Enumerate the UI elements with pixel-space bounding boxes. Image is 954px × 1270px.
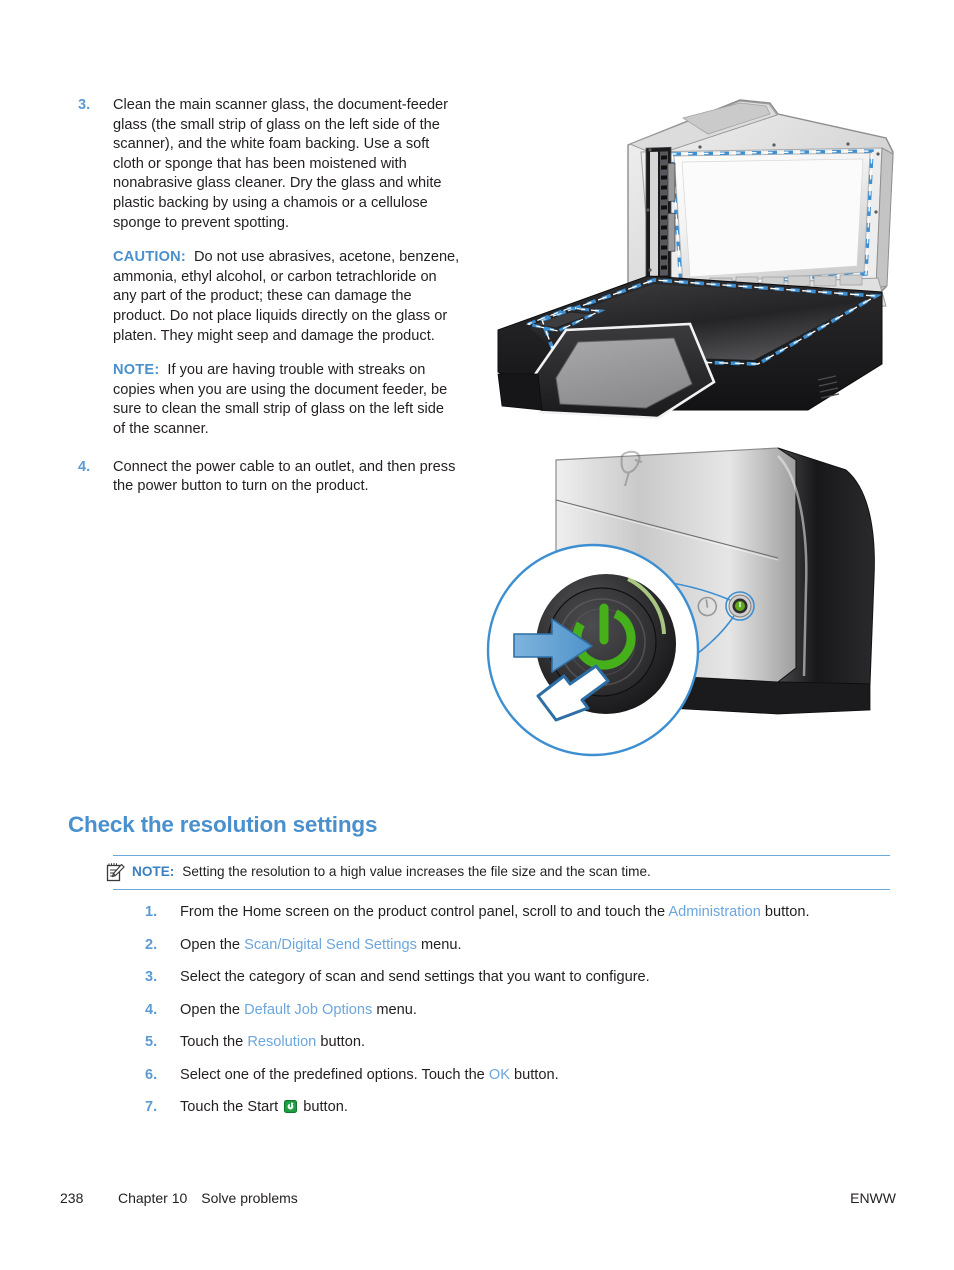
ui-reference: Resolution [247,1034,317,1050]
caution-text: Do not use abrasives, acetone, benzene, … [113,249,460,344]
note-pad-pencil-icon [104,861,126,883]
step-number: 5. [145,1034,158,1050]
list-item: 7. Touch the Start button. [145,1098,905,1117]
step-text: button. [509,1066,559,1083]
step-text: menu. [372,1001,417,1018]
scanner-lid-open-illustration [478,92,898,422]
ui-reference: Default Job Options [244,1001,373,1018]
step-number: 7. [145,1099,158,1115]
note-callout: NOTE: Setting the resolution to a high va… [106,855,890,890]
step-text: button. [760,904,810,920]
step-text: Connect the power cable to an outlet, an… [113,458,456,495]
footer-page-number: 238 [60,1190,84,1206]
step-text: button. [299,1099,348,1115]
ui-reference: OK [488,1066,510,1083]
step-text: From the Home screen on the product cont… [180,904,669,920]
step-text: menu. [416,936,462,953]
step-number: 3. [145,969,158,985]
note-rule-bottom [113,889,890,890]
step-text: Clean the main scanner glass, the docume… [113,97,449,231]
note-text: Setting the resolution to a high value i… [182,864,651,879]
step-number: 2. [145,936,158,953]
ui-reference: Scan/Digital Send Settings [244,936,417,953]
footer-chapter-title: Solve problems [201,1190,298,1206]
note-label: NOTE: [132,864,175,879]
ui-reference: Administration [668,904,761,920]
list-item: 4. Open the Default Job Options menu. [145,1001,905,1020]
list-item: 2. Open the Scan/Digital Send Settings me… [145,936,905,955]
caution-label: CAUTION: [113,249,186,266]
step-text: Touch the Start [180,1099,283,1115]
step-text: Select the category of scan and send set… [180,969,650,985]
step-text: Open the [180,936,245,953]
footer-right-label: ENWW [850,1190,896,1206]
list-item: 1. From the Home screen on the product co… [145,903,905,922]
step-text: Touch the [180,1034,248,1050]
section-heading: Check the resolution settings [68,812,378,837]
footer-chapter: Chapter 10 [118,1190,188,1206]
step-text: Open the [180,1001,245,1018]
note-admonition: NOTE:If you are having trouble with stre… [113,361,460,439]
step-text: Select one of the predefined options. To… [180,1066,489,1083]
list-item: 4. Connect the power cable to an outlet,… [60,458,460,497]
caution-admonition: CAUTION:Do not use abrasives, acetone, b… [113,248,460,346]
note-text: If you are having trouble with streaks o… [113,362,448,437]
list-item: 6. Select one of the predefined options. … [145,1066,905,1085]
list-item: 3. Clean the main scanner glass, the doc… [60,96,460,440]
page-footer: 238 Chapter 10 Solve problems ENWW [60,1190,896,1206]
list-item: 3. Select the category of scan and send s… [145,968,905,987]
instruction-steps: 3. Clean the main scanner glass, the doc… [60,96,460,511]
note-rule-top [113,855,890,856]
note-label: NOTE: [113,362,160,379]
step-number: 4. [78,458,91,475]
step-number: 6. [145,1066,158,1083]
step-number: 3. [78,97,91,113]
start-button-icon [284,1100,298,1113]
list-item: 5. Touch the Resolution button. [145,1033,905,1052]
procedure-list: 1. From the Home screen on the product co… [145,903,905,1131]
step-number: 4. [145,1001,158,1018]
power-button-illustration [478,438,898,794]
step-text: button. [316,1034,365,1050]
step-number: 1. [145,904,158,920]
